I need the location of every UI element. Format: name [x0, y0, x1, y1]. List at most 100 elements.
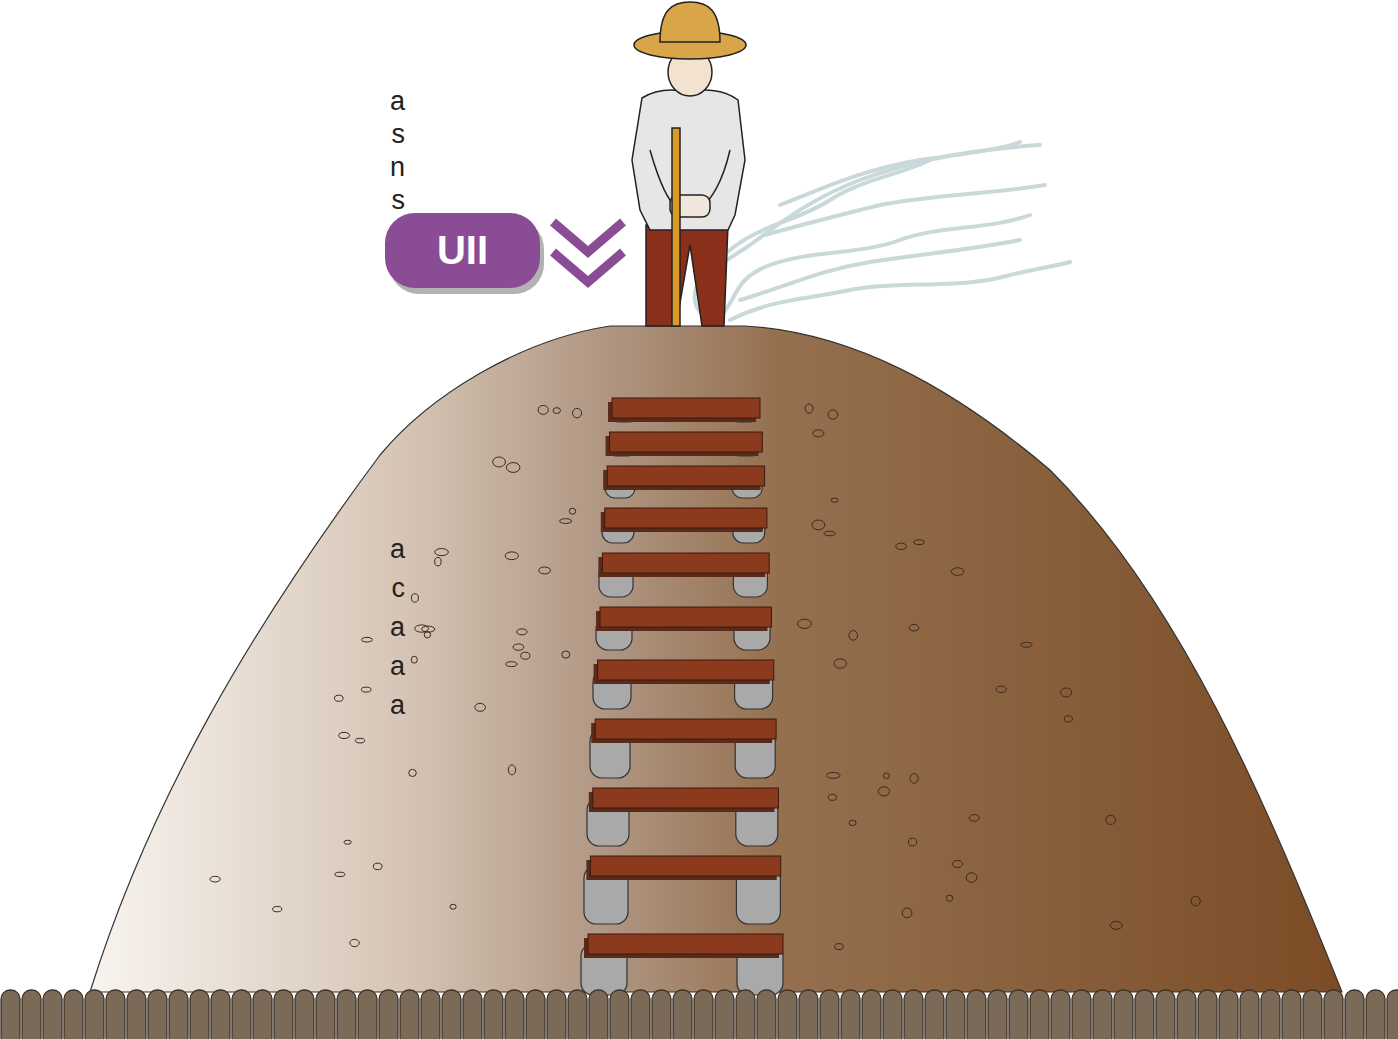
pebble — [951, 568, 964, 576]
pebble — [569, 508, 575, 514]
pebble — [508, 765, 515, 775]
pebble — [411, 594, 418, 602]
pebble — [210, 876, 220, 882]
cobble — [442, 990, 461, 1039]
cobble — [421, 990, 440, 1039]
pebble — [996, 686, 1006, 693]
pebble — [849, 631, 858, 641]
pebble — [824, 531, 835, 535]
plank — [612, 398, 760, 418]
pebble — [896, 543, 907, 549]
pebble — [805, 404, 813, 413]
cobble — [631, 990, 650, 1039]
plank — [605, 508, 767, 528]
cobble — [1240, 990, 1259, 1039]
pebble — [966, 873, 977, 882]
pebble — [812, 520, 825, 530]
cobble — [1051, 990, 1070, 1039]
pebble — [553, 408, 560, 414]
cobble — [106, 990, 125, 1039]
pebble — [373, 863, 382, 870]
pebble — [411, 656, 417, 663]
cobble — [22, 990, 41, 1039]
cobble — [925, 990, 944, 1039]
cobble — [1345, 990, 1364, 1039]
cobble — [1156, 990, 1175, 1039]
cobble — [883, 990, 902, 1039]
cobble — [1093, 990, 1112, 1039]
cobble — [1030, 990, 1049, 1039]
pebble — [435, 549, 449, 556]
cobble — [400, 990, 419, 1039]
cobble — [463, 990, 482, 1039]
cobble — [1366, 990, 1385, 1039]
cobble — [43, 990, 62, 1039]
pill-label: UII — [385, 213, 540, 288]
pebble — [361, 687, 371, 692]
pebble — [952, 860, 962, 867]
text-fragment: a — [345, 651, 405, 681]
cobble — [526, 990, 545, 1039]
pebble — [350, 939, 359, 946]
pebble — [538, 405, 548, 414]
pebble — [539, 567, 551, 574]
pebble — [409, 769, 417, 776]
label-pill: UII — [385, 213, 540, 288]
cobble — [190, 990, 209, 1039]
text-fragment: a — [345, 534, 405, 564]
pebble — [828, 794, 836, 800]
pebble — [506, 463, 520, 473]
text-fragment: c — [345, 573, 405, 603]
pebble — [1064, 716, 1072, 722]
pebble — [902, 908, 912, 918]
cobble — [232, 990, 251, 1039]
pebble — [573, 408, 582, 418]
cobble — [946, 990, 965, 1039]
cobble — [1072, 990, 1091, 1039]
ladder — [581, 398, 783, 995]
text-fragment: a — [345, 86, 405, 116]
cobble — [841, 990, 860, 1039]
pebble — [506, 662, 517, 667]
pebble — [273, 906, 282, 911]
cobble — [967, 990, 986, 1039]
pebble — [798, 619, 812, 628]
pebble — [1191, 896, 1200, 906]
earth-mound — [90, 326, 1342, 992]
text-fragment: s — [345, 119, 405, 149]
pebble — [831, 498, 838, 502]
text-fragment: a — [345, 612, 405, 642]
pebble — [517, 629, 527, 635]
cobble — [547, 990, 566, 1039]
cobble-base — [1, 990, 1398, 1039]
plank — [590, 856, 780, 876]
man — [632, 2, 746, 326]
cobble — [715, 990, 734, 1039]
pebble — [513, 644, 524, 650]
pebble — [521, 652, 530, 659]
cobble — [1324, 990, 1343, 1039]
cobble — [904, 990, 923, 1039]
text-fragment: n — [345, 152, 405, 182]
pebble — [560, 519, 572, 524]
cobble — [295, 990, 314, 1039]
pebble — [969, 815, 979, 822]
cobble — [568, 990, 587, 1039]
cobble — [1198, 990, 1217, 1039]
pebble — [910, 774, 918, 784]
text-fragment: s — [345, 185, 405, 215]
pebble — [505, 552, 518, 560]
pebble — [813, 430, 824, 437]
pebbles — [210, 404, 1200, 950]
cobble — [694, 990, 713, 1039]
pebble — [344, 840, 351, 844]
pebble — [909, 624, 919, 631]
pebble — [355, 738, 364, 743]
cobble — [127, 990, 146, 1039]
pebble — [422, 626, 435, 632]
cobble — [148, 990, 167, 1039]
pebble — [361, 637, 372, 642]
cobble — [757, 990, 776, 1039]
pill-fill — [385, 213, 540, 288]
